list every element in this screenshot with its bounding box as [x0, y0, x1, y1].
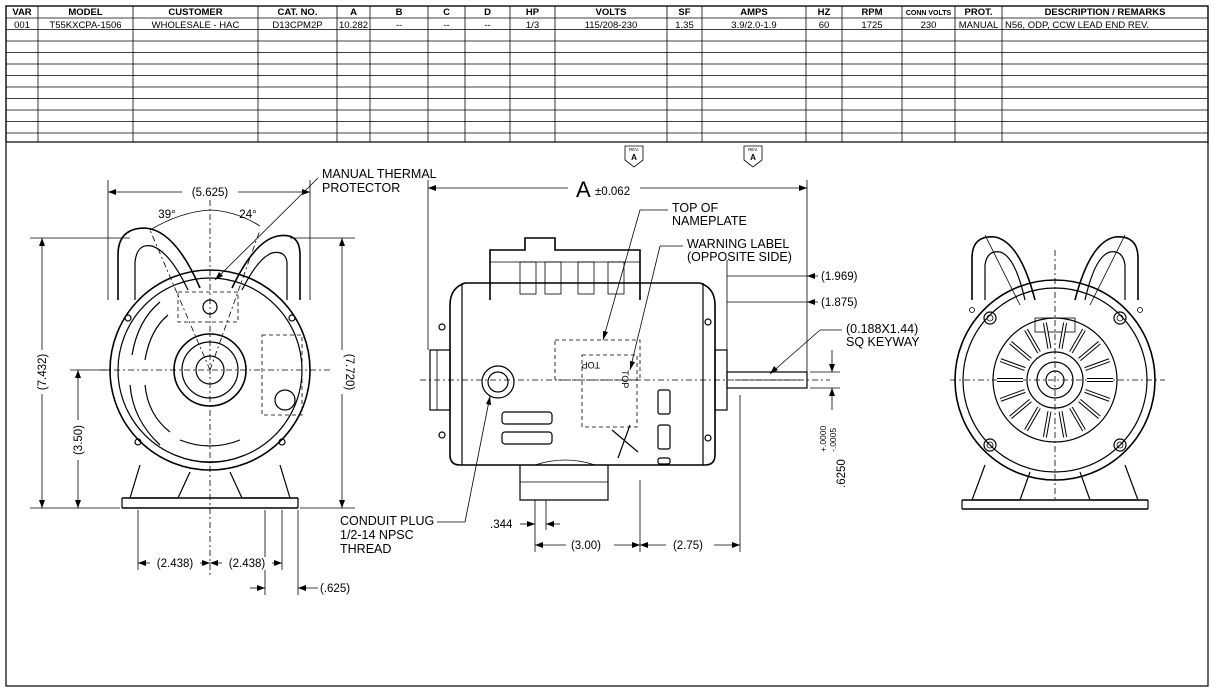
- label-top-inverted: TOP: [582, 360, 600, 370]
- dim-344: .344: [490, 519, 513, 531]
- table-header-cell: RPM: [861, 7, 882, 18]
- table-header-cell: HZ: [818, 7, 831, 18]
- label-keyway: SQ KEYWAY: [846, 335, 920, 349]
- fan-fin-inner: [1059, 411, 1067, 438]
- label-manual-thermal: MANUAL THERMAL: [322, 167, 437, 181]
- dim-width-2438-right: (2.438): [229, 558, 266, 570]
- rev-badge-letter: A: [750, 153, 756, 162]
- table-cell: N56, ODP, CCW LEAD END REV.: [1005, 20, 1149, 31]
- rev-badge-amps: REV. A: [743, 145, 763, 168]
- left-end-view: [30, 177, 355, 595]
- fan-fins: [997, 322, 1113, 438]
- table-header-cell: CAT. NO.: [278, 7, 318, 18]
- dim-angle-39: 39°: [158, 209, 175, 221]
- label-thread: THREAD: [340, 542, 391, 556]
- table-cell: 001: [14, 20, 30, 31]
- dim-a-letter: A: [576, 177, 591, 202]
- table-cell: 10.282: [339, 20, 368, 31]
- table-header-cell: PROT.: [965, 7, 993, 18]
- fan-fin-inner: [1025, 329, 1040, 353]
- fan-fin-inner: [1009, 341, 1032, 361]
- rev-badge-label: REV.: [629, 147, 639, 152]
- dim-shaft-diameter: .6250: [836, 459, 848, 488]
- table-cell: --: [443, 20, 449, 31]
- dim-a-tolerance: ±0.062: [595, 186, 630, 198]
- right-end-view: [950, 234, 1165, 510]
- table-cell: 1/3: [526, 20, 539, 31]
- fan-fin-inner: [1070, 407, 1085, 431]
- label-keyway-size: (0.188X1.44): [846, 322, 918, 336]
- table-header-cell: HP: [526, 7, 540, 18]
- fan-fin-inner: [1043, 411, 1051, 438]
- table-cell: 3.9/2.0-1.9: [731, 20, 776, 31]
- table-cell: MANUAL: [959, 20, 999, 31]
- table-cell: 115/208-230: [585, 20, 638, 31]
- dim-shaft-tol-plus: +.0000: [818, 425, 828, 452]
- fan-fin-inner: [1025, 407, 1040, 431]
- dim-width-5625: (5.625): [192, 187, 229, 199]
- table-header-cell: C: [443, 7, 450, 18]
- table-header-cell: B: [396, 7, 403, 18]
- table-cell: 60: [819, 20, 830, 31]
- label-opposite-side: (OPPOSITE SIDE): [687, 250, 792, 264]
- dim-275: (2.75): [673, 540, 703, 552]
- table-header-cell: D: [484, 7, 491, 18]
- table-header-cell: VOLTS: [596, 7, 627, 18]
- fan-fin-inner: [1043, 322, 1051, 349]
- dim-shaft-tol-minus: -.0005: [828, 428, 838, 452]
- sheet-border: [5, 5, 1209, 687]
- fan-fin-inner: [1084, 390, 1110, 401]
- dim-1875: (1.875): [821, 297, 858, 309]
- table-header-cell: VAR: [12, 7, 31, 18]
- label-npsc: 1/2-14 NPSC: [340, 528, 414, 542]
- fan-fin-inner: [1070, 329, 1085, 353]
- dim-625: (.625): [320, 583, 350, 595]
- table-cell: --: [484, 20, 490, 31]
- dim-300: (3.00): [571, 540, 601, 552]
- label-conduit-plug: CONDUIT PLUG: [340, 514, 434, 528]
- table-frame: [5, 5, 1209, 143]
- fan-fin-inner: [1000, 390, 1026, 401]
- table-cell: WHOLESALE - HAC: [152, 20, 240, 31]
- table-cell: T55KXCPA-1506: [49, 20, 121, 31]
- table-header-cell: AMPS: [740, 7, 767, 18]
- spec-table: VAR MODEL CUSTOMER CAT. NO. A B C D HP VOLTS SF AMP…: [5, 5, 1209, 143]
- table-header-cell: DESCRIPTION / REMARKS: [1045, 7, 1166, 18]
- rev-badge-label: REV.: [748, 147, 758, 152]
- table-header-cell: MODEL: [68, 7, 103, 18]
- side-view: [420, 180, 842, 552]
- label-protector: PROTECTOR: [322, 181, 400, 195]
- fan-fin-inner: [1078, 399, 1101, 419]
- dim-angle-24: 24°: [239, 209, 256, 221]
- label-top-rotated: TOP: [620, 370, 630, 388]
- rev-badge-letter: A: [631, 153, 637, 162]
- table-cell: 230: [921, 20, 937, 31]
- fan-fin-inner: [1000, 359, 1026, 370]
- table-header-cell: SF: [678, 7, 690, 18]
- rev-badge-volts: REV. A: [624, 145, 644, 168]
- fan-fin-inner: [1084, 359, 1110, 370]
- dim-height-7720: (7.720): [343, 354, 355, 391]
- dim-height-350: (3.50): [73, 425, 85, 455]
- fan-fin-inner: [1059, 322, 1067, 349]
- table-header-cell: CONN VOLTS: [906, 10, 952, 17]
- label-top-of: TOP OF: [672, 201, 718, 215]
- label-nameplate: NAMEPLATE: [672, 214, 747, 228]
- table-header-cell: A: [350, 7, 357, 18]
- table-cell: 1725: [861, 20, 882, 31]
- fan-fin-inner: [1078, 341, 1101, 361]
- table-cell: 1.35: [675, 20, 694, 31]
- dim-height-7432: (7.432): [37, 354, 49, 391]
- dim-1969: (1.969): [821, 271, 858, 283]
- fan-fin-inner: [1009, 399, 1032, 419]
- label-warning: WARNING LABEL: [687, 237, 789, 251]
- table-cell: D13CPM2P: [272, 20, 322, 31]
- table-header-cell: CUSTOMER: [168, 7, 222, 18]
- dim-width-2438-left: (2.438): [157, 558, 194, 570]
- table-cell: --: [396, 20, 402, 31]
